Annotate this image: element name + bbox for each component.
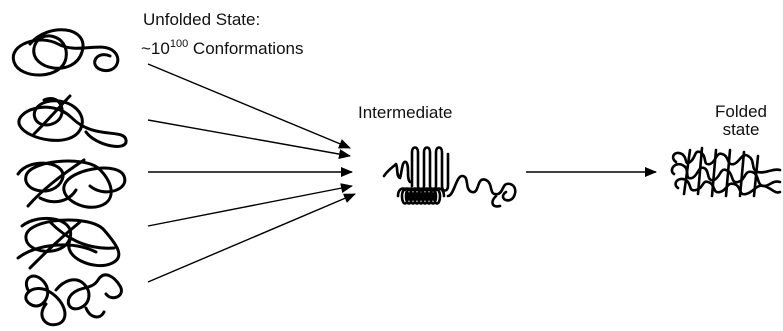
folded-structure (670, 146, 782, 198)
count-suffix: Conformations (188, 39, 304, 58)
unfolded-coil-2 (17, 94, 128, 148)
intermediate-label: Intermediate (358, 103, 453, 122)
conformation-count-label: ~10100 Conformations (141, 34, 303, 59)
unfolded-coil-4 (16, 216, 121, 270)
intermediate-structure (382, 146, 517, 208)
unfolded-coil-5 (24, 273, 123, 327)
arrow-coil4-to-intermediate (147, 183, 353, 227)
count-exponent: 100 (169, 38, 189, 50)
arrow-coil5-to-intermediate (147, 193, 356, 283)
arrow-coil2-to-intermediate (147, 119, 351, 159)
arrow-coil1-to-intermediate (147, 63, 351, 149)
count-prefix: ~10 (141, 39, 170, 58)
unfolded-state-title: Unfolded State: (143, 10, 261, 29)
folded-label-line1: Folded (715, 102, 767, 121)
unfolded-coil-1 (11, 28, 120, 77)
unfolded-coil-3 (16, 158, 127, 209)
folded-label-line2: state (722, 120, 760, 139)
